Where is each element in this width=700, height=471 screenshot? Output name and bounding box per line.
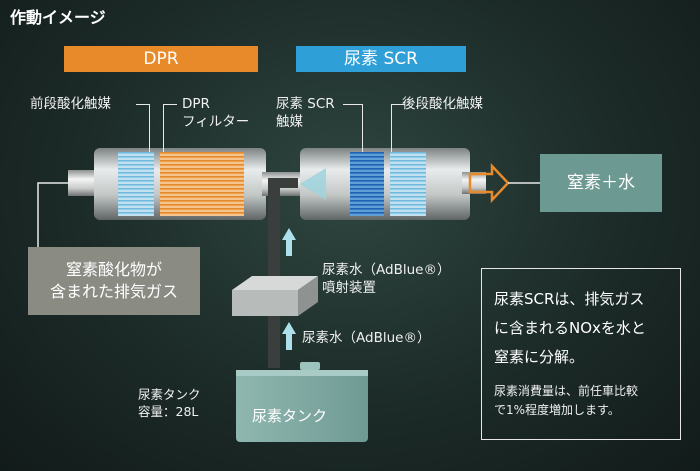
info-sub-2: で1%程度増加します。 (494, 403, 620, 417)
pre-oxidation-bracket (136, 104, 150, 152)
scr-bracket (343, 104, 363, 152)
tank-body-label: 尿素タンク (252, 407, 328, 425)
post-oxidation-bracket (391, 104, 405, 152)
dpr-header: DPR (64, 46, 258, 72)
post-oxidation-label: 後段酸化触媒 (402, 96, 483, 112)
scr-catalyst-label-2: 触媒 (276, 114, 303, 130)
scr-catalyst (350, 152, 384, 216)
nox-box: 窒素酸化物が 含まれた排気ガス (28, 247, 200, 315)
injector-device (232, 290, 298, 316)
info-line-2: に含まれるNOxを水と (494, 319, 646, 337)
outlet-pipe (462, 172, 486, 194)
supply-pipe (268, 316, 280, 368)
info-line-3: 窒素に分解。 (494, 348, 585, 366)
post-oxidation-catalyst (390, 152, 426, 216)
up-arrow-icon-2 (282, 322, 296, 350)
scr-header: 尿素 SCR (296, 46, 466, 72)
info-line-1: 尿素SCRは、排気ガス (494, 290, 645, 308)
scr-catalyst-label-1: 尿素 SCR (276, 96, 335, 112)
pre-oxidation-label: 前段酸化触媒 (30, 96, 111, 112)
info-sub-1: 尿素消費量は、前任車比較 (494, 384, 639, 398)
outlet-arrow-icon (468, 162, 510, 204)
dpr-filter-bracket (163, 104, 177, 152)
tank-caption-1: 尿素タンク (138, 387, 201, 402)
dpr-filter (160, 152, 244, 216)
scr-canister (300, 148, 470, 220)
info-box: 尿素SCRは、排気ガス に含まれるNOxを水と 窒素に分解。 尿素消費量は、前任… (481, 268, 681, 440)
urea-tank (236, 370, 368, 442)
injector-label-1: 尿素水（AdBlue®） (322, 262, 451, 278)
nox-line-1: 窒素酸化物が (65, 260, 162, 279)
output-box: 窒素＋水 (540, 154, 662, 212)
page-title: 作動イメージ (10, 8, 106, 27)
tank-caption-2: 容量：28L (138, 404, 199, 419)
up-arrow-icon (282, 228, 296, 256)
spray-cone (300, 168, 326, 200)
dpr-filter-label-2: フィルター (182, 114, 250, 130)
injector-pipe (268, 178, 280, 282)
nox-line-2: 含まれた排気ガス (49, 282, 178, 301)
urea-supply-label: 尿素水（AdBlue®） (302, 330, 431, 346)
injector-label-2: 噴射装置 (322, 280, 376, 296)
dpr-filter-label-1: DPR (182, 96, 210, 112)
pre-oxidation-catalyst (118, 152, 154, 216)
